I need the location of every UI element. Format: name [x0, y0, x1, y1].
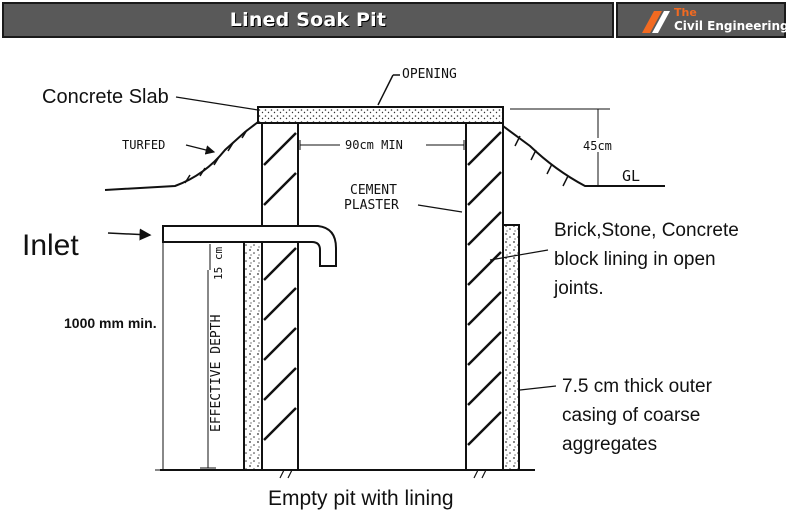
lining-line3: joints. [553, 278, 604, 299]
inlet-pipe [162, 225, 337, 267]
opening-label: OPENING [402, 67, 457, 82]
header: Lined Soak Pit The Civil Engineering [0, 0, 788, 42]
effective-depth-label: EFFECTIVE DEPTH [209, 315, 224, 432]
lining-line2: block lining in open [554, 249, 716, 270]
slab-leader [175, 96, 259, 111]
turfed-leader [185, 144, 216, 155]
plaster-leader [417, 204, 463, 213]
opening-leader [377, 74, 394, 106]
left-wall-hatching [263, 132, 297, 441]
ground-right [502, 125, 665, 187]
title-bar: Lined Soak Pit [2, 2, 614, 38]
inlet-label: Inlet [22, 229, 79, 262]
logo-the-text: The [674, 6, 697, 19]
casing-line1: 7.5 cm thick outer [562, 376, 713, 397]
left-casing [243, 239, 263, 471]
page-title: Lined Soak Pit [229, 9, 387, 31]
brand-logo: The Civil Engineering [616, 2, 788, 38]
lining-leader [489, 249, 549, 261]
casing-line3: aggregates [562, 434, 657, 455]
slash-logo-icon [642, 11, 670, 33]
right-wall-hatching [467, 131, 502, 446]
width-label: 90cm MIN [345, 138, 403, 152]
turfed-label: TURFED [122, 138, 165, 152]
left-wall-upper [261, 122, 299, 227]
lining-line1: Brick,Stone, Concrete [554, 220, 739, 241]
depth-min-label: 1000 mm min. [64, 315, 157, 331]
height-above-label: 45cm [583, 139, 612, 153]
casing-line2: casing of coarse [562, 405, 700, 426]
turf-left [184, 129, 248, 184]
soak-pit-diagram: OPENING Inlet Concrete Slab [22, 67, 739, 510]
right-casing [502, 224, 520, 471]
cement-label: CEMENT [350, 183, 397, 198]
concrete-slab-label: Concrete Slab [42, 86, 169, 108]
casing-leader [519, 385, 557, 391]
concrete-slab [257, 106, 504, 124]
gl-label: GL [622, 167, 640, 185]
diagram-caption: Empty pit with lining [268, 487, 454, 510]
ground-left [104, 121, 259, 191]
inlet-arrow [107, 228, 152, 241]
plaster-label: PLASTER [344, 198, 399, 213]
inlet-drop-label: 15 cm [212, 247, 225, 280]
bottom-ticks [279, 469, 487, 479]
turf-right [514, 135, 569, 187]
logo-name-text: Civil Engineering [674, 19, 788, 33]
